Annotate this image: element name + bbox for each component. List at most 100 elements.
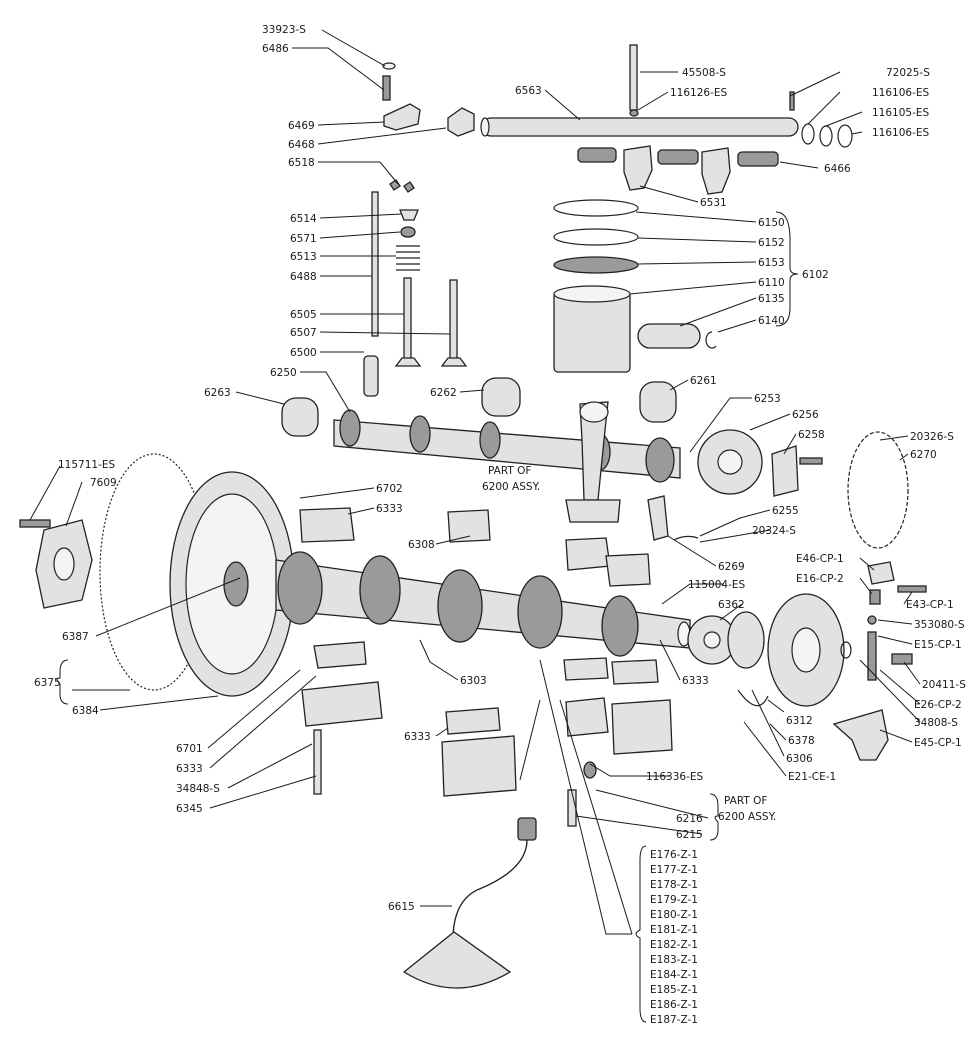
leader-line [719, 603, 743, 621]
assembly-note: PART OF [488, 465, 531, 477]
part-label: 6135 [758, 293, 785, 305]
adjusting-screw-part [382, 75, 391, 101]
oil-slinger-part [673, 535, 699, 541]
leader-line [317, 121, 385, 126]
leader-line [319, 231, 401, 239]
crank-web-4-part [601, 595, 639, 657]
part-label: 6488 [290, 271, 317, 283]
cover-spring-part [867, 631, 877, 681]
part-label: 6469 [288, 120, 315, 132]
leader-line [767, 699, 785, 713]
cam-lobe-1-part [339, 409, 361, 447]
part-label: 72025-S [886, 67, 930, 79]
part-label: 353080-S [914, 619, 965, 631]
leader-line [859, 659, 921, 723]
part-label: 45508-S [682, 67, 726, 79]
intake-valve-head-part [440, 357, 468, 367]
leader-line [699, 529, 771, 543]
part-label: 6253 [754, 393, 781, 405]
leader-line [783, 433, 797, 455]
leader-line [903, 661, 921, 685]
piston-pin-part [637, 323, 701, 349]
oil-pump-tube-part [452, 839, 528, 941]
valve-spring-part [396, 245, 420, 271]
part-label: 20326-S [910, 431, 954, 443]
leader-line [679, 297, 757, 327]
leader-line [659, 639, 681, 681]
cover-ball-part [867, 615, 877, 625]
cam-lobe-2-part [409, 415, 431, 453]
valve-locks-part [389, 179, 415, 193]
part-label: 6152 [758, 237, 785, 249]
assembly-note: PART OF [724, 795, 767, 807]
leader-line [661, 583, 724, 605]
leader-line [637, 91, 669, 111]
shaft-spring-1-part [577, 147, 617, 163]
leader-line [689, 397, 752, 453]
rod-bolt-part [567, 789, 577, 827]
shaft-washer-b-part [837, 124, 853, 148]
main-cap-b-part [441, 735, 517, 797]
leader-line [317, 127, 447, 145]
piston-part [553, 291, 631, 373]
crank-sprocket-hub-part [703, 631, 721, 649]
leader-line [669, 379, 689, 391]
oil-pump-tube-inner-part [452, 839, 528, 941]
bearing-list-item: E177-Z-1 [650, 864, 698, 876]
leader-line [65, 481, 83, 527]
bearing-list-item: E178-Z-1 [650, 879, 698, 891]
leader-line [559, 699, 633, 935]
part-label: 6333 [376, 503, 403, 515]
part-label: 6518 [288, 157, 315, 169]
main-cap-bolt-part [313, 729, 322, 795]
piston-crown-part [553, 285, 631, 303]
lower-rod-bearing-a-part [563, 657, 609, 681]
rocker-arm-a-part [383, 103, 421, 131]
part-label: 6262 [430, 387, 457, 399]
part-label: 6345 [176, 803, 203, 815]
part-label: 20411-S [922, 679, 966, 691]
group-bracket [635, 845, 647, 1023]
leader-line [851, 131, 863, 135]
part-label: 6563 [515, 85, 542, 97]
bearing-list-item: E187-Z-1 [650, 1014, 698, 1026]
part-label: 6110 [758, 277, 785, 289]
part-label: 20324-S [752, 525, 796, 537]
jaw-bolt-part [897, 585, 927, 593]
lower-main-bearing-part [313, 641, 367, 669]
bearing-list-item: E184-Z-1 [650, 969, 698, 981]
push-rod-part [371, 191, 379, 337]
leader-line [519, 699, 541, 781]
crank-flange-part [277, 551, 323, 625]
part-label: 6466 [824, 163, 851, 175]
timing-plate-part [771, 445, 799, 497]
leader-line [779, 161, 819, 169]
leader-line [635, 211, 757, 223]
part-label: 6333 [682, 675, 709, 687]
leader-line [899, 453, 909, 461]
part-label: 6140 [758, 315, 785, 327]
leader-line [459, 389, 485, 393]
part-label: 6505 [290, 309, 317, 321]
part-label: 6468 [288, 139, 315, 151]
shaft-spring-2-part [657, 149, 699, 165]
part-label: 6701 [176, 743, 203, 755]
ring-1-part [553, 199, 639, 217]
leader-line [95, 577, 241, 637]
oil-slinger-ring-part [727, 611, 765, 669]
part-label: E15-CP-1 [914, 639, 962, 651]
cam-bearing-center-part [481, 377, 521, 417]
rocker-bolt-part [629, 44, 638, 111]
part-label: 6306 [786, 753, 813, 765]
crank-web-1-part [359, 555, 401, 625]
leader-line [789, 71, 841, 97]
leader-line [879, 729, 913, 743]
leader-line [235, 391, 285, 405]
part-label: 6312 [786, 715, 813, 727]
bolt-washer-part [629, 109, 639, 117]
flywheel-hub-part [223, 561, 249, 607]
sprocket-hub-part [717, 449, 743, 475]
part-label: 6507 [290, 327, 317, 339]
part-label: 6150 [758, 217, 785, 229]
